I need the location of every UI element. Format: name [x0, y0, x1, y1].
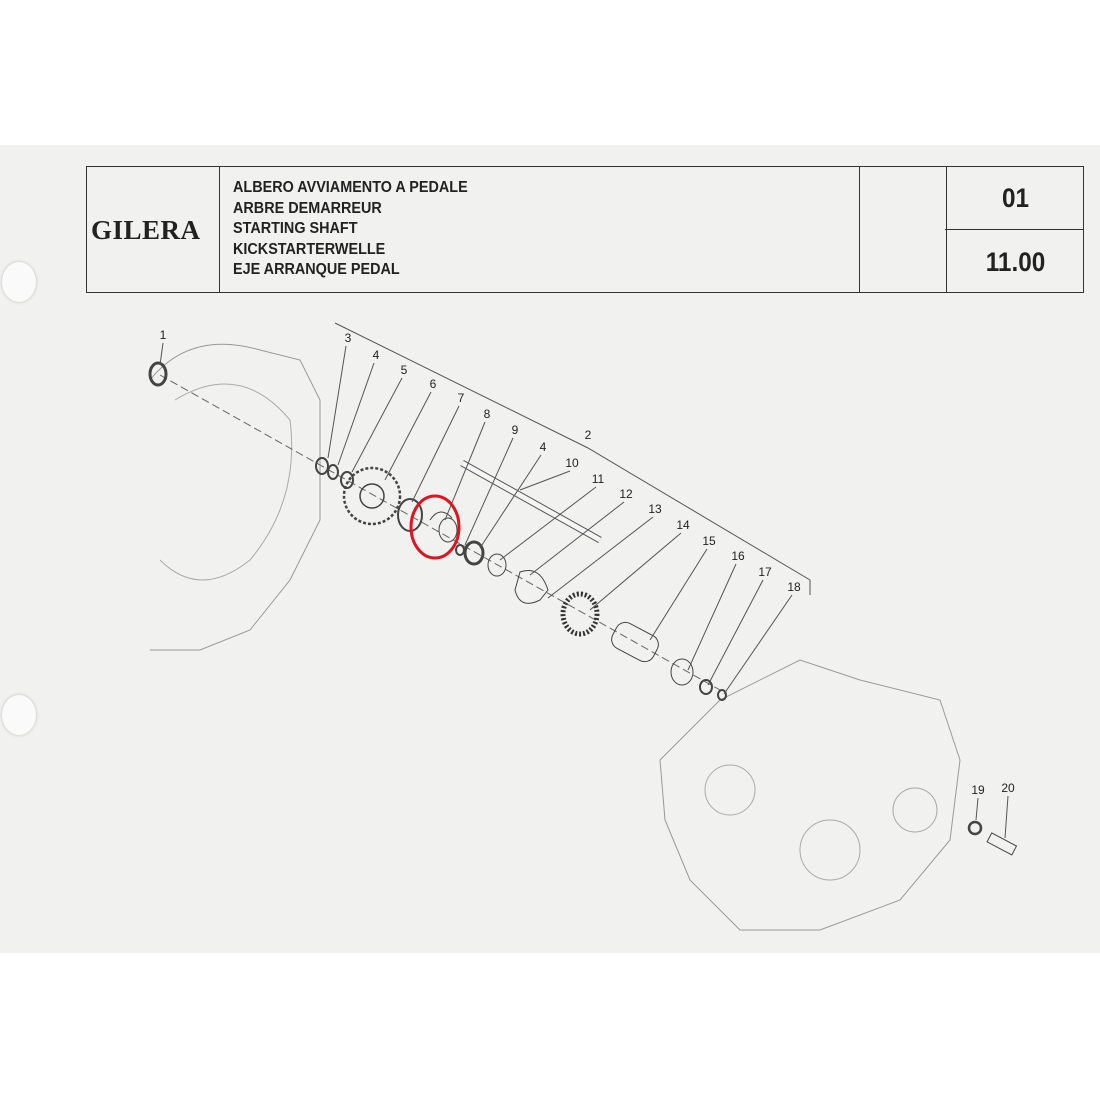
- return-spring: [560, 591, 600, 637]
- callout-15: 15: [702, 534, 716, 548]
- title-block: GILERA ALBERO AVVIAMENTO A PEDALE ARBRE …: [86, 166, 1084, 293]
- table-number: 01: [1001, 183, 1030, 213]
- callout-13: 13: [648, 502, 662, 516]
- punch-hole: [2, 262, 36, 302]
- callout-20: 20: [1001, 781, 1015, 795]
- gear: [342, 466, 402, 526]
- crankcase: [659, 659, 961, 931]
- punch-hole: [2, 695, 36, 735]
- paper-sheet: [0, 145, 1100, 953]
- title-es: EJE ARRANQUE PEDAL: [233, 261, 400, 279]
- part-titles: ALBERO AVVIAMENTO A PEDALE ARBRE DEMARRE…: [233, 178, 468, 281]
- callout-12: 12: [619, 487, 633, 501]
- callout-8: 8: [483, 407, 491, 421]
- callout-14: 14: [676, 518, 690, 532]
- callout-16: 16: [731, 549, 745, 563]
- callout-19: 19: [971, 783, 985, 797]
- oil-seal: [148, 361, 168, 387]
- callout-17: 17: [758, 565, 772, 579]
- callout-4: 4: [372, 348, 380, 362]
- highlight-circle: [409, 494, 461, 560]
- title-cell: [220, 167, 860, 292]
- brand-cell: GILERA: [87, 167, 220, 292]
- divider: [945, 229, 1083, 230]
- crankcase-cover: [149, 343, 321, 651]
- callout-3: 3: [344, 331, 352, 345]
- callout-1: 1: [159, 328, 167, 342]
- callout-9: 9: [511, 423, 519, 437]
- callout-6: 6: [429, 377, 437, 391]
- brand-logo: GILERA: [91, 215, 201, 245]
- title-de: KICKSTARTERWELLE: [233, 240, 386, 258]
- callout-11: 11: [591, 472, 605, 486]
- callout-4b: 4: [539, 440, 547, 454]
- callout-2: 2: [584, 428, 592, 442]
- title-en: STARTING SHAFT: [233, 220, 358, 238]
- edition: 11.00: [985, 247, 1046, 277]
- callout-7: 7: [457, 391, 465, 405]
- title-fr: ARBRE DEMARREUR: [233, 199, 382, 217]
- leader-lines: [159, 342, 1009, 839]
- title-it: ALBERO AVVIAMENTO A PEDALE: [233, 179, 468, 196]
- callout-18: 18: [787, 580, 801, 594]
- ratchet: [514, 570, 549, 604]
- bush: [611, 621, 659, 663]
- callout-5: 5: [400, 363, 408, 377]
- callout-10: 10: [565, 456, 579, 470]
